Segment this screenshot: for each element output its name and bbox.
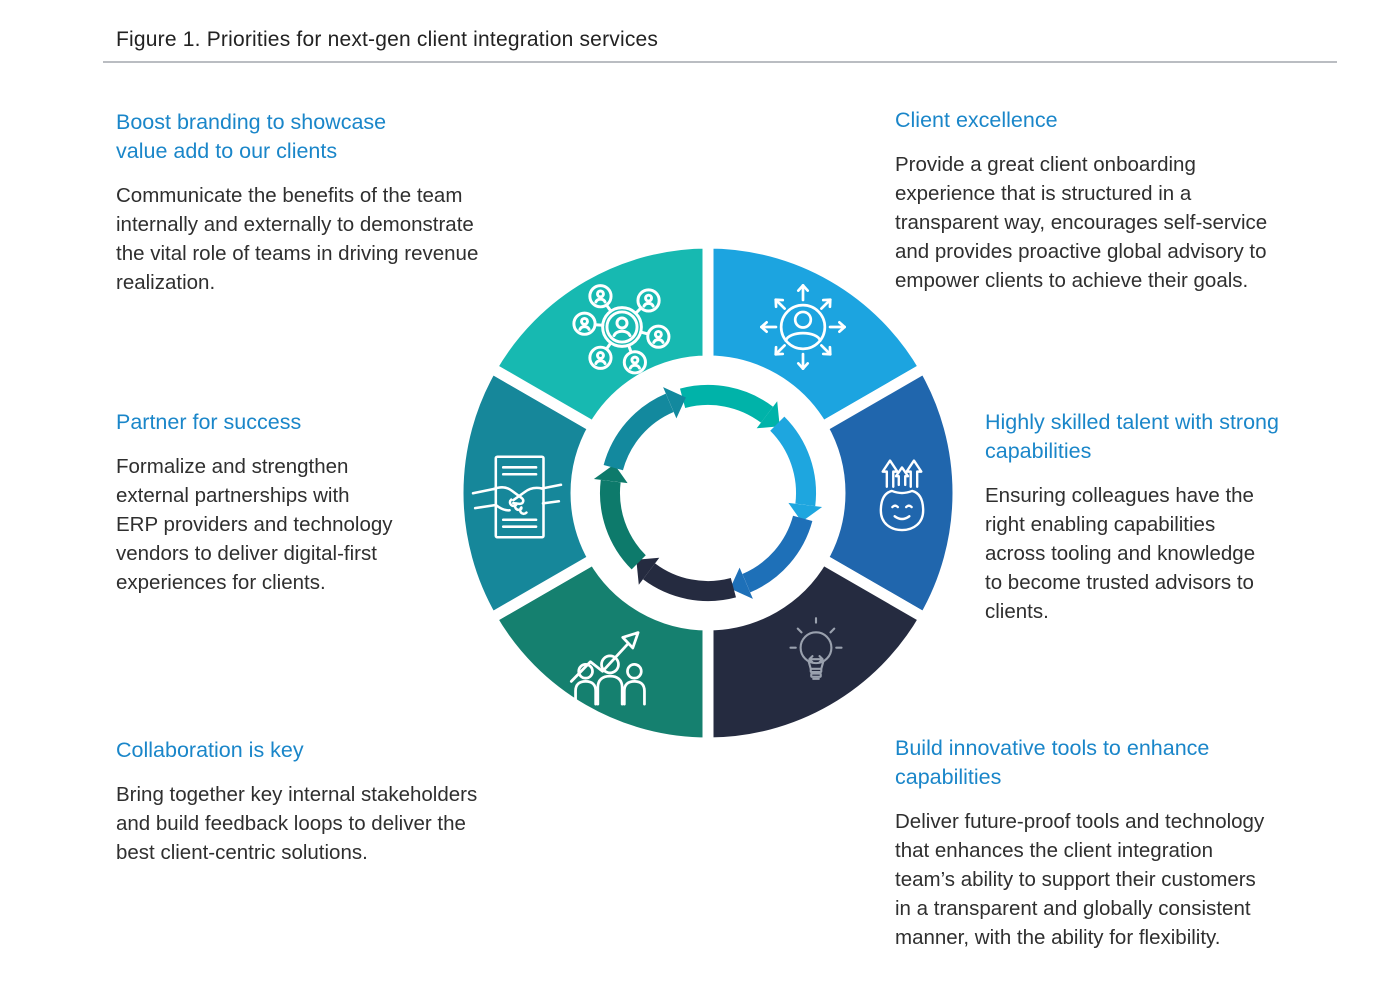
heading-boost-branding: Boost branding to showcase value add to … bbox=[116, 110, 387, 163]
donut-segments bbox=[456, 241, 960, 745]
cycle-arrow-bottom bbox=[642, 563, 736, 602]
priority-cycle-donut bbox=[456, 241, 960, 745]
cycle-arrow-lower-right bbox=[742, 515, 813, 593]
cycle-arrow-upper-right-head bbox=[788, 502, 823, 522]
cycle-arrow-lower-left-head bbox=[593, 464, 628, 484]
segment-boost-branding bbox=[483, 241, 714, 435]
heading-innovative-tools: Build innovative tools to enhance capabi… bbox=[895, 736, 1210, 789]
cycle-arrow-upper-right bbox=[770, 416, 816, 507]
cycle-arrow-top bbox=[680, 384, 774, 423]
cycle-arrow-lower-right-head bbox=[730, 567, 753, 599]
segment-partner-for-success bbox=[456, 360, 602, 626]
cycle-arrow-upper-left-head bbox=[663, 387, 686, 419]
block-boost-branding: Boost branding to showcase value add to … bbox=[116, 108, 596, 297]
block-innovative-tools: Build innovative tools to enhance capabi… bbox=[895, 734, 1375, 952]
cycle-arrow-lower-left bbox=[600, 479, 646, 570]
heading-partner-for-success: Partner for success bbox=[116, 410, 302, 434]
heading-client-excellence: Client excellence bbox=[895, 108, 1058, 132]
cycle-arrow-upper-left bbox=[603, 393, 674, 471]
title-divider bbox=[103, 61, 1337, 63]
segment-innovative-tools bbox=[702, 551, 933, 745]
figure-title: Figure 1. Priorities for next-gen client… bbox=[116, 28, 659, 51]
block-skilled-talent: Highly skilled talent with strong capabi… bbox=[985, 408, 1355, 626]
body-partner-for-success: Formalize and strengthen external partne… bbox=[116, 455, 393, 594]
body-collaboration: Bring together key internal stakeholders… bbox=[116, 783, 478, 864]
body-boost-branding: Communicate the benefits of the team int… bbox=[116, 184, 479, 294]
segment-skilled-talent bbox=[814, 360, 960, 626]
block-collaboration: Collaboration is key Bring together key … bbox=[116, 736, 596, 867]
cycle-arrow-bottom-head bbox=[636, 557, 660, 585]
body-client-excellence: Provide a great client onboarding experi… bbox=[895, 153, 1268, 292]
cycle-arrows bbox=[593, 384, 823, 602]
body-innovative-tools: Deliver future-proof tools and technolog… bbox=[895, 810, 1265, 949]
heading-collaboration: Collaboration is key bbox=[116, 738, 304, 762]
segment-collaboration bbox=[483, 551, 714, 745]
block-partner-for-success: Partner for success Formalize and streng… bbox=[116, 408, 476, 597]
heading-skilled-talent: Highly skilled talent with strong capabi… bbox=[985, 410, 1279, 463]
block-client-excellence: Client excellence Provide a great client… bbox=[895, 106, 1375, 295]
body-skilled-talent: Ensuring colleagues have the right enabl… bbox=[985, 484, 1256, 623]
cycle-arrow-top-head bbox=[756, 401, 780, 429]
